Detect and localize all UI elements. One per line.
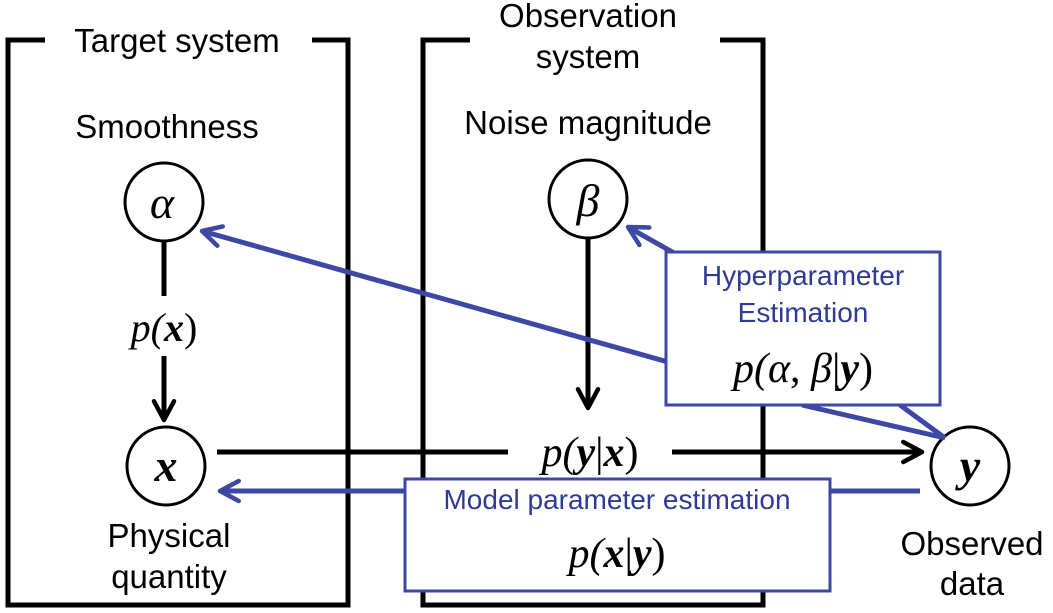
observed-data-line2: data xyxy=(940,565,1005,602)
observed-data-line1: Observed xyxy=(900,525,1043,562)
posterior-x-formula: p(x|y) xyxy=(565,531,665,577)
alpha-node: α xyxy=(123,161,205,243)
noise-magnitude-label: Noise magnitude xyxy=(464,104,712,141)
beta-symbol: β xyxy=(576,175,600,226)
hyperparameter-estimation-box: Hyperparameter Estimation p(α, β|y) xyxy=(664,250,942,407)
target-system-title: Target system xyxy=(74,22,279,59)
observation-system-frame xyxy=(420,37,766,608)
hyperparameter-title-line2: Estimation xyxy=(738,297,869,328)
hyper-link-from-y-2 xyxy=(898,402,947,441)
hyper-link-from-y xyxy=(801,402,946,441)
hyperparameter-title-line1: Hyperparameter xyxy=(702,260,904,291)
physical-quantity-line2: quantity xyxy=(111,558,227,595)
beta-node: β xyxy=(547,158,629,240)
physical-quantity-line1: Physical xyxy=(108,517,231,554)
model-parameter-title: Model parameter estimation xyxy=(443,484,790,515)
y-symbol: y xyxy=(955,440,981,491)
likelihood-formula: p(y|x) xyxy=(538,430,638,476)
alpha-symbol: α xyxy=(150,177,175,228)
smoothness-label: Smoothness xyxy=(75,108,258,145)
observation-system-title-line1: Observation xyxy=(499,0,677,34)
x-symbol: x xyxy=(154,440,178,491)
posterior-hyper-formula: p(α, β|y) xyxy=(730,346,873,392)
y-node: y xyxy=(929,425,1011,507)
hyper-arrow-to-alpha xyxy=(199,224,669,365)
x-node: x xyxy=(125,425,207,507)
model-parameter-estimation-box: Model parameter estimation p(x|y) xyxy=(403,477,832,593)
prior-formula: p(x) xyxy=(128,305,198,350)
observation-system-title-line2: system xyxy=(536,38,641,75)
target-system-frame xyxy=(5,37,351,608)
